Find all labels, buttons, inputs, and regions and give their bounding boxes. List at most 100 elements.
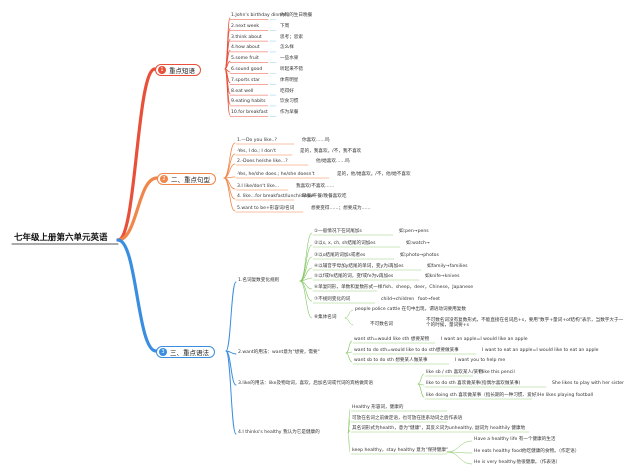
sub-connector — [344, 309, 354, 319]
branch-label: 三、重点语法 — [170, 349, 209, 357]
sentence-zh: 我喜欢/不喜欢…… — [296, 184, 335, 189]
healthy-example: He eats healthy food他吃健康的食物。（作定语） — [474, 449, 580, 454]
sentence-zh: 是的，他/她喜欢。/不，他/她不喜欢 — [337, 172, 411, 177]
like-example: She likes to play with her sister — [552, 381, 624, 386]
phrase-en: 1.John's birthday dinner — [231, 13, 286, 18]
healthy-note: 其名词形式为health，意为"健康"，其反义词为unhealthy, 副词为 … — [352, 426, 526, 431]
rule-text: ⑦不规则变化的词 — [314, 297, 351, 302]
like-example: He likes playing football — [538, 393, 594, 398]
rule-text: ⑥单复同形，单数和复数形式一样 — [314, 285, 383, 290]
grammar-connector — [225, 281, 237, 352]
phrase-zh: 听起来不错 — [280, 67, 303, 72]
uncountable-note: 不可数名词没有复数形式，不能直接在名词后+s，要用"数字+量词+of结构"表示，… — [426, 318, 624, 328]
item-connector — [345, 340, 353, 354]
phrase-zh: 体育明星 — [280, 77, 299, 83]
branch-number-badge: 1 — [158, 66, 166, 74]
rule-example: child→children — [381, 297, 415, 302]
item-connector — [345, 352, 353, 363]
rule-example: fish、sheep，deer，Chinese，Japanese — [383, 285, 474, 290]
phrase-zh: 一些水果 — [280, 56, 299, 62]
rule-text: ⑤以f或fe结尾的词，变f或fe为v再加es — [314, 274, 394, 279]
sub-connector — [344, 317, 354, 326]
rule-text: ④以辅音字母加y结尾的单词，变y为i再加es — [314, 264, 404, 269]
sentence-connector — [223, 142, 236, 179]
rule-connector — [299, 232, 313, 282]
rule-example: 如:pen→pens — [399, 229, 429, 234]
rule-connector — [299, 256, 313, 282]
sentence-en: 3.I like/don't like... — [237, 184, 280, 189]
phrase-zh: 下周 — [280, 23, 290, 29]
item-connector — [417, 383, 425, 398]
branch-connector — [116, 238, 158, 353]
rule-example: 如:watch→ — [406, 241, 430, 246]
branch-number-badge: 3 — [159, 348, 167, 356]
like-example: I like this pencil — [479, 370, 515, 375]
want-example: I want to eat an apple=I would like to e… — [482, 348, 599, 353]
rule-connector — [299, 280, 313, 319]
healthy-note: 可放在名词之前做定语，也可放在连系动词之后作表语 — [352, 416, 463, 421]
sentence-en: 5.want to be+形容词/名词 — [237, 206, 295, 211]
phrase-zh: 思考；思索 — [280, 34, 303, 40]
healthy-example: He is very healthy.他很健康。（作表语） — [474, 460, 561, 465]
grammar-title: 4.I thinks's healthy 我认为它是健康的 — [238, 430, 320, 435]
phrase-en: 4.how about — [231, 45, 260, 51]
phrase-connector — [224, 68, 231, 116]
want-usage: want sb to do sth 想要某人做某事 — [354, 358, 428, 363]
phrase-zh: 饮食习惯 — [280, 99, 299, 105]
rule-subtext: 不可数名词 — [370, 322, 393, 327]
phrase-zh: 作为早餐 — [280, 110, 299, 116]
sentence-zh: 你喜欢……吗 — [302, 138, 330, 143]
grammar-title: 1.名词复数变化规则 — [238, 278, 280, 283]
sentence-en: -Yes, he/she does.; he/she doesn't — [237, 172, 315, 177]
phrase-en: 8.eat well — [231, 88, 254, 94]
sentence-en: 2.-Does he/she like...? — [237, 159, 288, 164]
sub-connector — [446, 451, 473, 465]
like-usage: like sb / sth 喜欢某人/某物 — [426, 370, 483, 375]
grammar-title: 3.like的用法：like及物动词，喜欢，后加名词或代词的宾格做宾语 — [238, 381, 373, 386]
sentence-en: 1.—Do you like..? — [237, 138, 277, 143]
item-connector — [417, 373, 425, 385]
rule-text: ⑧集体名词 — [314, 315, 337, 320]
branch-label: 二、重点句型 — [171, 176, 210, 184]
branch-connector — [116, 67, 157, 242]
sentence-connector — [223, 153, 236, 179]
rule-example: 如family→families — [427, 264, 468, 269]
sentence-zh: 他/她喜欢……吗 — [316, 159, 350, 164]
phrase-zh: 怎么样 — [280, 45, 294, 51]
phrase-en: 7.sports star — [231, 77, 260, 83]
rule-example: 如:photo→photos — [400, 253, 439, 258]
phrase-en: 3.think about — [231, 34, 262, 40]
grammar-connector — [225, 350, 237, 435]
sentence-en: -Yes, I do.; I don't — [237, 149, 276, 154]
rule-text: ③以o结尾的词加s或者es — [314, 253, 366, 258]
want-usage: want to do sth=would like to do sth想要做某事 — [354, 348, 459, 353]
sentence-connector — [223, 177, 236, 212]
want-example: I want you to help me — [455, 358, 506, 363]
healthy-example: Have a healthy life 有一个健康的生活 — [474, 437, 556, 442]
branch-label: 重点短语 — [169, 67, 195, 75]
phrase-en: 2.next week — [231, 23, 260, 29]
rule-subtext: people police cattle 在句中出现，谓语动词要用复数 — [355, 307, 466, 312]
healthy-note: keep healthy，stay healthy 意为"保持健康" — [352, 448, 449, 453]
like-usage: like to do sth 喜欢做某事(指偶尔喜欢做某事) — [426, 381, 521, 386]
sentence-zh: 是的，我喜欢。/不，我不喜欢 — [300, 149, 362, 154]
phrase-connector — [224, 28, 231, 70]
item-connector — [347, 432, 351, 453]
rule-text: ①一般情况下在词尾加s — [314, 229, 362, 234]
rule-example: 如knife→knives — [425, 274, 460, 279]
rule-connector — [299, 244, 313, 282]
sentence-en: 4. like…for breakfast/lunch/dinner — [237, 194, 316, 199]
root-node: 七年级上册第六单元英语 — [14, 233, 108, 243]
phrase-en: 9.eating habits — [231, 99, 266, 105]
rule-example: foot→feet — [418, 297, 440, 302]
sub-connector — [446, 440, 473, 453]
phrase-en: 6.sound good — [231, 67, 263, 72]
branch-number-badge: 2 — [160, 175, 168, 183]
sentence-zh: 想要变得……；想要成为…… — [311, 206, 371, 211]
want-usage: want sth=would like sth 想要某物 — [354, 337, 430, 342]
grammar-title: 2.want的用法：want意为"想要，需要" — [238, 350, 320, 355]
